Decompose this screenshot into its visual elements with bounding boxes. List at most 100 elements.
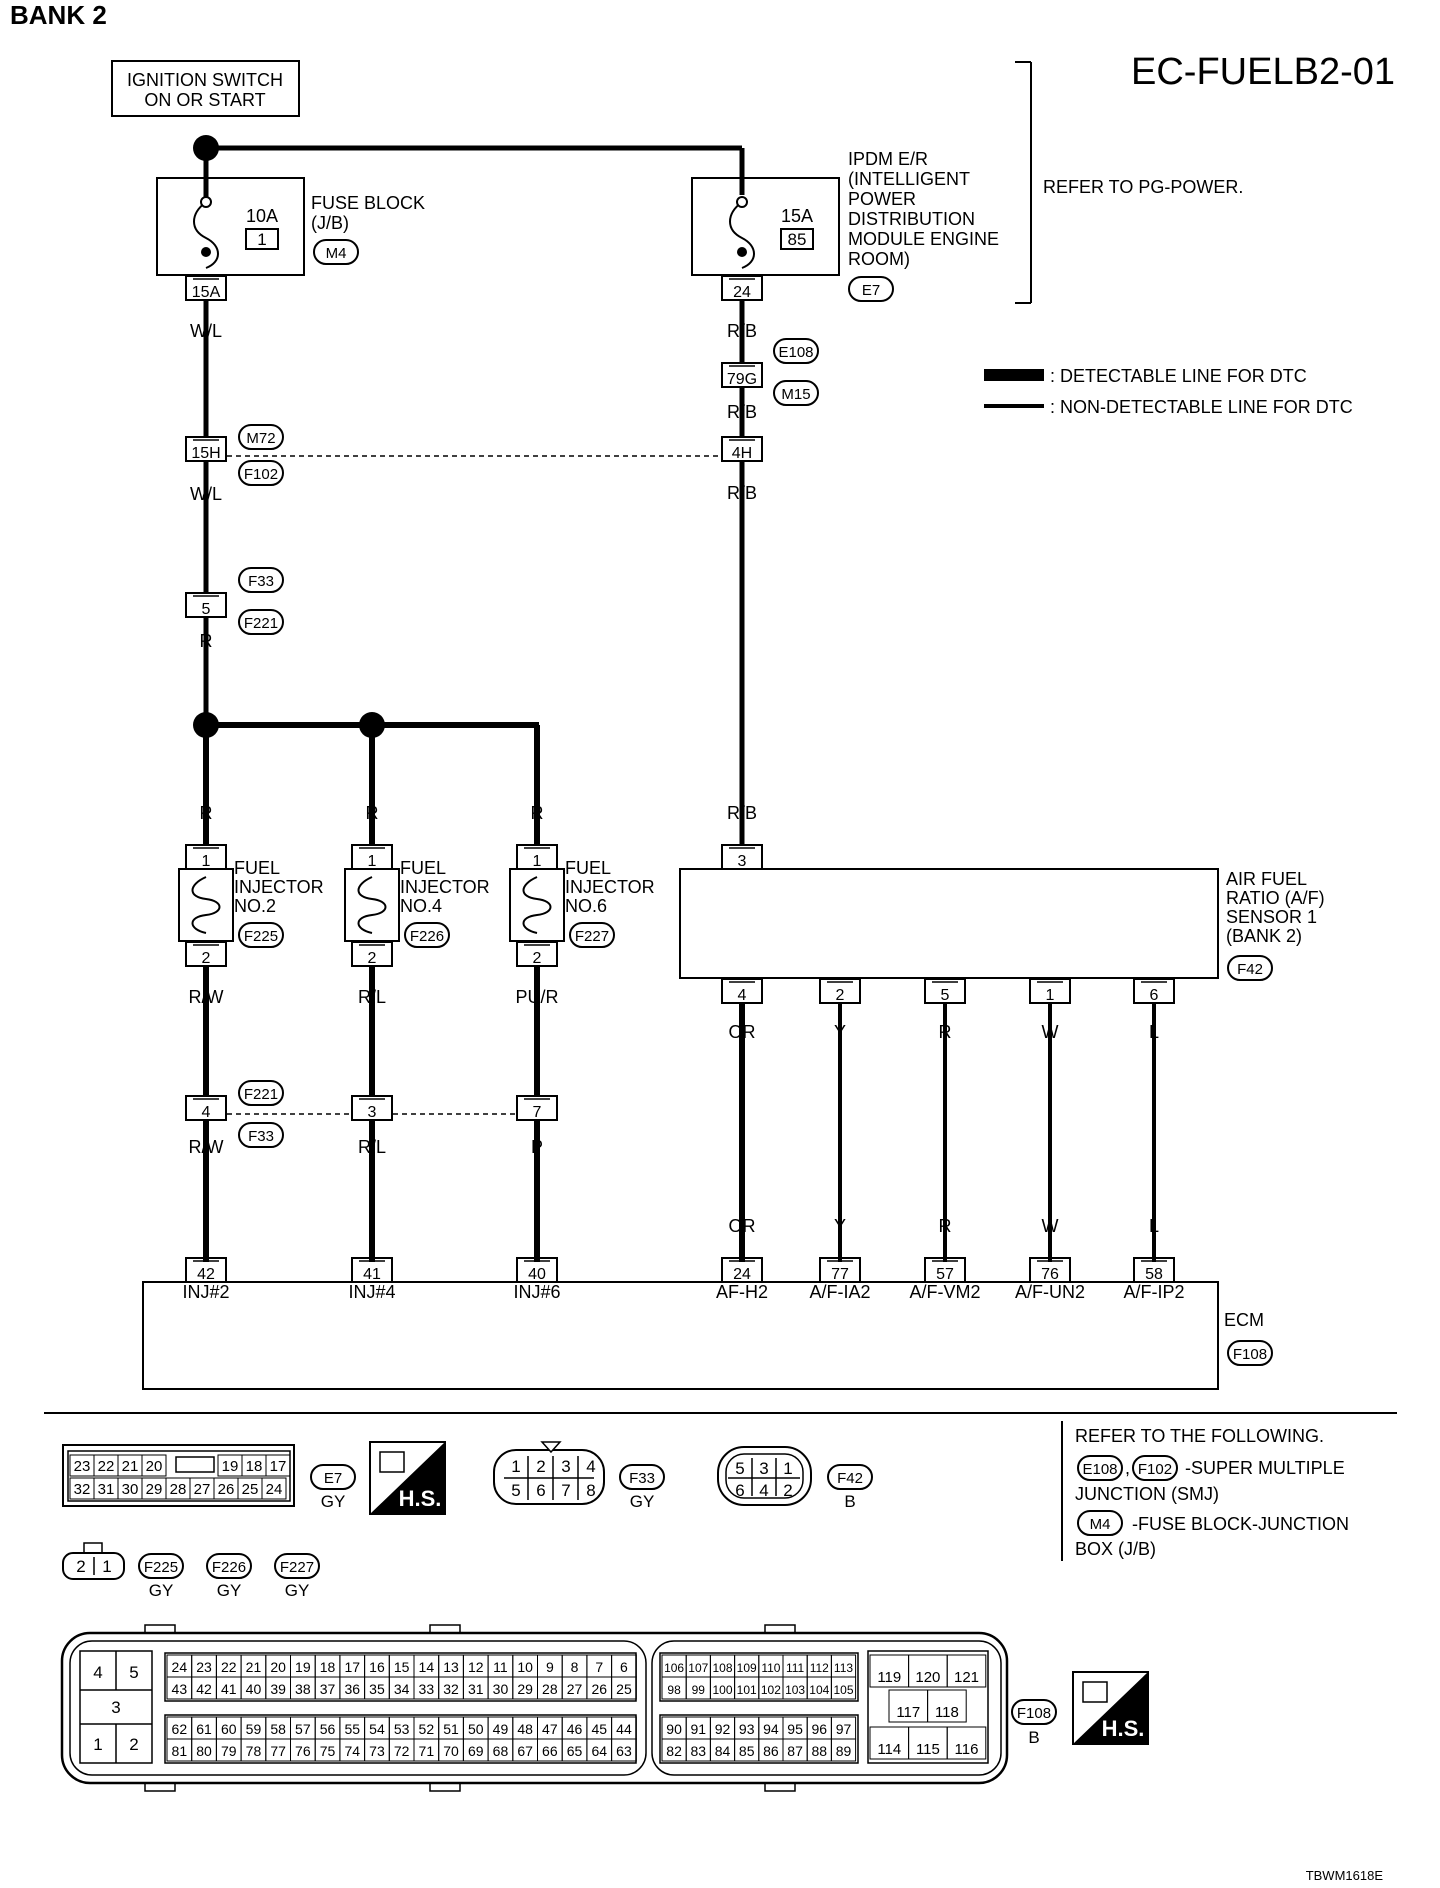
pin-number: 73: [369, 1743, 385, 1759]
fuse-terminal: [200, 196, 212, 208]
latch: [144, 1782, 176, 1792]
pin-number: 29: [517, 1681, 533, 1697]
pin-number: 3: [561, 1457, 570, 1476]
pin-number: 7: [533, 1104, 542, 1121]
connector-e108: [1077, 1455, 1123, 1481]
connector-label: F102: [1138, 1461, 1172, 1478]
ecm-box: [142, 1281, 1219, 1390]
pin-number: 4: [738, 987, 747, 1004]
connector-f221: [238, 1080, 284, 1106]
pin-cell: [611, 1676, 637, 1700]
connector-label: F102: [244, 466, 278, 483]
pin-cell: [927, 1689, 967, 1723]
pin-number: 25: [616, 1681, 632, 1697]
comma: ,: [1125, 1458, 1130, 1478]
pin-number: 91: [691, 1721, 707, 1737]
pin-number: 5: [202, 601, 211, 618]
pin-number: 1: [1046, 987, 1055, 1004]
pin-number: 19: [222, 1458, 239, 1475]
pin-number: 99: [692, 1683, 706, 1697]
fuse-num: 85: [788, 230, 807, 249]
hs-label: H.S.: [1102, 1716, 1145, 1741]
pin-number: 28: [542, 1681, 558, 1697]
connector-label: F225: [144, 1559, 178, 1576]
pin-number: 2: [76, 1557, 85, 1576]
diagram-code: EC-FUELB2-01: [1131, 51, 1395, 93]
pin-number: 117: [896, 1704, 920, 1721]
refer-pg-power: REFER TO PG-POWER.: [1043, 177, 1243, 197]
pin-number: 2: [202, 950, 211, 967]
wire-color: R: [200, 803, 213, 823]
pin-number: 29: [146, 1481, 163, 1498]
pin-number: 24: [266, 1481, 283, 1498]
ecm-face-right: [651, 1640, 1002, 1776]
pin-number: 102: [761, 1683, 781, 1697]
pin-number: 47: [542, 1721, 558, 1737]
pin-number: 97: [836, 1721, 852, 1737]
injector-label: INJECTOR: [234, 877, 324, 897]
bank-title: BANK 2: [10, 0, 107, 30]
pin-number: 57: [936, 1266, 954, 1283]
ecm-label: ECM: [1224, 1310, 1264, 1330]
wire-color: L: [1149, 1216, 1159, 1236]
pin-number: 52: [419, 1721, 435, 1737]
connector-f108: [1227, 1340, 1273, 1366]
pin-number: 62: [172, 1721, 188, 1737]
harness-icon: [379, 1451, 405, 1473]
pin-number: 103: [785, 1683, 805, 1697]
pin-number: 77: [270, 1743, 286, 1759]
pin-cell: [265, 1454, 291, 1477]
pin-number: 15A: [192, 284, 221, 301]
pin-number: 42: [197, 1266, 215, 1283]
connector-f33: [238, 1122, 284, 1148]
pin-number: 101: [737, 1683, 757, 1697]
ipdm-label: MODULE ENGINE: [848, 229, 999, 249]
pin-number: 23: [74, 1458, 91, 1475]
pin-number: 76: [295, 1743, 311, 1759]
pin-number: 19: [295, 1659, 311, 1675]
wire-color: Y: [834, 1216, 846, 1236]
fuse-amp: 10A: [246, 206, 278, 226]
pin-number: 22: [98, 1458, 115, 1475]
e7-face: [62, 1444, 295, 1507]
af-sensor-label: (BANK 2): [1226, 926, 1302, 946]
connector-label: M4: [1090, 1516, 1111, 1533]
pin-number: 76: [1041, 1266, 1059, 1283]
connector-label: F221: [244, 1086, 278, 1103]
pin-number: 105: [833, 1683, 853, 1697]
pin-number: 37: [320, 1681, 336, 1697]
pin-number: 8: [571, 1659, 579, 1675]
fuse-amp: 15A: [781, 206, 813, 226]
refer-text: -SUPER MULTIPLE: [1185, 1458, 1345, 1478]
connector-m4: [313, 239, 359, 265]
ecm-terminal-name: A/F-IP2: [1123, 1282, 1184, 1302]
pin-number: 24: [172, 1659, 188, 1675]
pin-number: 89: [836, 1743, 852, 1759]
pin-number: 79: [221, 1743, 237, 1759]
pin-number: 110: [761, 1661, 780, 1675]
pin-number: 4H: [732, 445, 752, 462]
legend-thick-label: : DETECTABLE LINE FOR DTC: [1050, 366, 1307, 386]
ecm-face-left: [69, 1640, 647, 1776]
pin-number: 32: [443, 1681, 459, 1697]
ignition-label: IGNITION SWITCH: [127, 70, 283, 90]
connector-label: E108: [778, 344, 813, 361]
pin-number: 27: [567, 1681, 583, 1697]
connector-e108: [773, 338, 819, 364]
af-sensor-label: RATIO (A/F): [1226, 888, 1325, 908]
ipdm-label: IPDM E/R: [848, 149, 928, 169]
pin-number: 3: [738, 853, 747, 870]
connector-label: F108: [1233, 1346, 1267, 1363]
pin-number: 67: [517, 1743, 533, 1759]
pin-number: 4: [93, 1663, 102, 1682]
connector-f102: [1132, 1455, 1178, 1481]
pin-number: 63: [616, 1743, 632, 1759]
pin-number: 113: [834, 1661, 853, 1675]
ipdm-label: DISTRIBUTION: [848, 209, 975, 229]
hs-badge: [1073, 1672, 1148, 1744]
refer-text: -FUSE BLOCK-JUNCTION: [1132, 1514, 1349, 1534]
pin-number: 109: [737, 1661, 757, 1675]
pin-number: 15: [394, 1659, 410, 1675]
connector-color: GY: [630, 1492, 655, 1511]
ipdm-box: [691, 177, 840, 276]
